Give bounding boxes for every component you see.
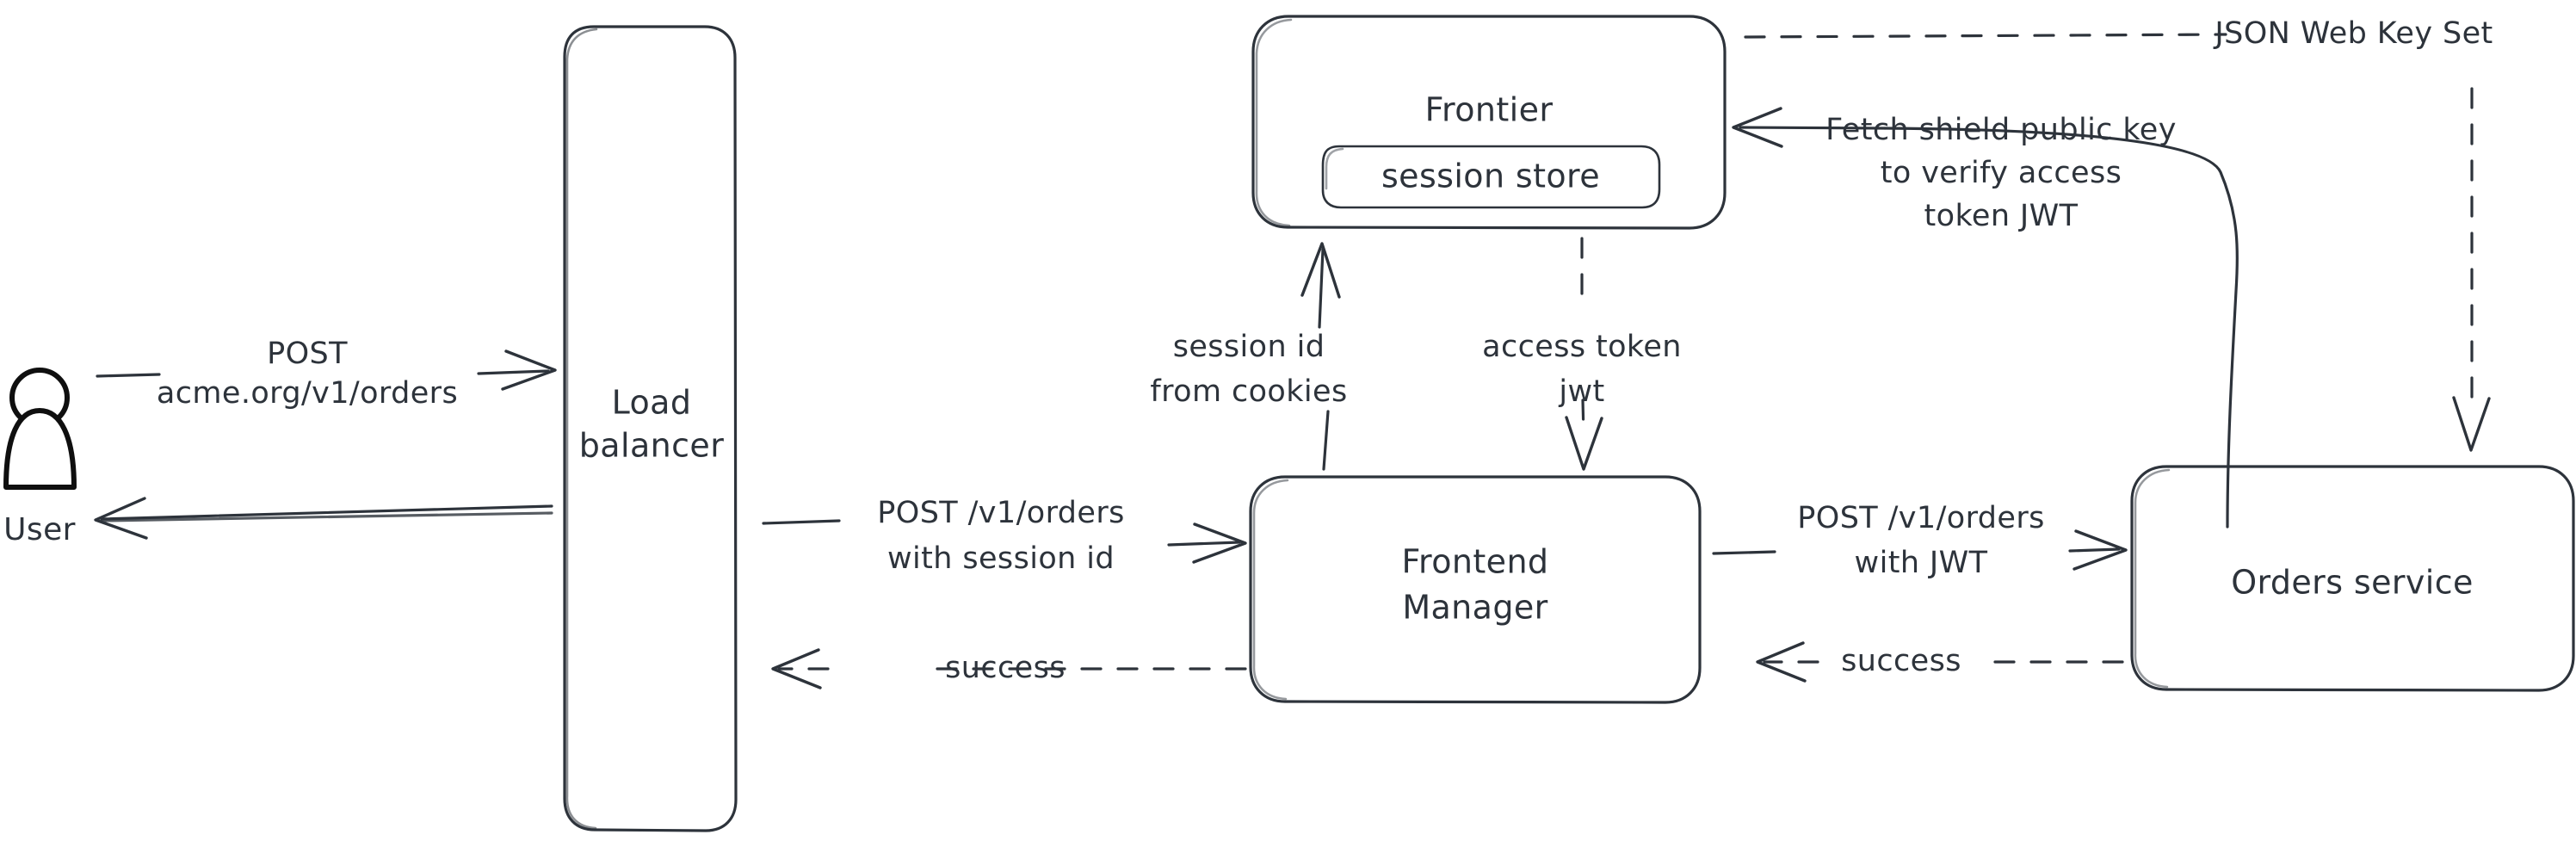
actor-user-label: User [3, 512, 76, 547]
edge-orders-fm-arrowhead [1756, 641, 1807, 683]
orders-service-sketch-edge [2134, 468, 2171, 689]
edge-orders-fm-success-label: success [1841, 644, 1961, 678]
load-balancer-label-line1: Load [612, 384, 692, 422]
edge-orders-service-to-frontier-fetch-key[interactable]: Fetch shield public key to verify access… [1732, 107, 2239, 529]
edge-lb-fm-label-line1: POST /v1/orders [877, 496, 1125, 530]
edge-frontier-to-frontend-manager[interactable]: access token jwt [1482, 237, 1682, 471]
node-frontend-manager[interactable]: Frontend Manager [1249, 475, 1702, 704]
edge-frontier-fm-dash-lower [1581, 399, 1585, 436]
node-frontier[interactable]: Frontier session store [1251, 15, 1727, 230]
load-balancer-label-line2: balancer [579, 427, 724, 465]
edge-frontend-manager-to-frontier[interactable]: session id from cookies [1150, 242, 1347, 471]
edge-fm-orders-stub [1712, 550, 1776, 555]
node-session-store[interactable]: session store [1321, 145, 1661, 209]
edge-fm-frontier-arrowhead [1300, 242, 1341, 299]
load-balancer-box-sketch-edge [565, 28, 598, 830]
edge-session-id-label-line2: from cookies [1150, 374, 1347, 409]
edge-lb-user-arrowhead [94, 497, 148, 540]
edge-fm-frontier-line-upper [1318, 248, 1325, 329]
frontend-manager-label-line1: Frontend [1402, 543, 1549, 581]
edge-jwks-label: JSON Web Key Set [2213, 16, 2493, 51]
edge-fm-orders-arrowhead [2073, 529, 2128, 571]
orders-service-label: Orders service [2231, 564, 2474, 602]
edge-load-balancer-to-user[interactable] [94, 497, 553, 540]
load-balancer-box [563, 25, 738, 832]
session-store-sketch-edge [1325, 147, 1344, 190]
edge-user-lb-label-line2: acme.org/v1/orders [157, 376, 458, 411]
edge-fm-orders-line [2068, 547, 2121, 553]
edge-session-id-label-line1: session id [1173, 330, 1325, 364]
session-store-box [1321, 145, 1661, 209]
edge-jwks-dash-horizontal [1744, 33, 2227, 39]
edge-access-token-label-line2: jwt [1558, 374, 1604, 409]
edge-jwks-arrowhead [2452, 396, 2491, 452]
edge-fm-orders-label-line1: POST /v1/orders [1797, 501, 2045, 535]
edge-frontier-to-orders-service-jwks[interactable]: JSON Web Key Set [1744, 16, 2493, 452]
edge-fm-lb-success-label: success [945, 651, 1066, 685]
frontier-box-sketch-edge [1255, 18, 1293, 227]
edge-lb-user-line2 [100, 511, 553, 522]
node-orders-service[interactable]: Orders service [2130, 465, 2575, 692]
edge-user-lb-stub [96, 373, 161, 378]
edge-fetch-key-label-line1: Fetch shield public key [1825, 113, 2177, 147]
edge-user-to-load-balancer[interactable]: POST acme.org/v1/orders [96, 337, 557, 411]
edge-lb-fm-line [1167, 541, 1241, 547]
edge-user-lb-label-line1: POST [267, 337, 348, 371]
edge-fetch-key-curve [1883, 127, 2239, 529]
edge-fetch-key-label-line2: to verify access [1881, 156, 2122, 190]
edge-fm-lb-arrowhead [771, 648, 822, 689]
edge-fetch-key-arrowhead [1732, 107, 1783, 148]
edge-frontier-fm-arrowhead [1565, 416, 1603, 471]
edge-frontend-manager-to-orders-service[interactable]: POST /v1/orders with JWT [1712, 501, 2128, 580]
actor-user[interactable]: User [3, 368, 77, 547]
edge-fm-orders-label-line2: with JWT [1855, 546, 1988, 580]
edge-user-lb-arrowhead [501, 349, 557, 391]
edge-fm-frontier-line-lower [1322, 410, 1330, 471]
frontend-manager-sketch-edge [1252, 479, 1289, 701]
orders-service-box [2130, 465, 2575, 692]
edge-frontend-manager-to-load-balancer-success[interactable]: success [771, 648, 1247, 689]
node-load-balancer[interactable]: Load balancer [563, 25, 738, 832]
edge-lb-fm-label-line2: with session id [887, 541, 1115, 576]
edge-load-balancer-to-frontend-manager[interactable]: POST /v1/orders with session id [762, 496, 1247, 576]
edge-lb-fm-stub [762, 519, 841, 525]
edge-access-token-label-line1: access token [1482, 330, 1682, 364]
frontier-label: Frontier [1425, 91, 1554, 129]
edge-lb-fm-arrowhead [1192, 522, 1247, 564]
person-body-outline [3, 408, 77, 490]
edge-lb-user-line [100, 504, 553, 521]
edge-fetch-key-line [1739, 126, 1887, 130]
session-store-label: session store [1381, 158, 1600, 195]
edge-user-lb-line [477, 369, 550, 375]
edge-orders-service-to-frontend-manager-success[interactable]: success [1756, 641, 2124, 683]
edge-fetch-key-label-line3: token JWT [1924, 199, 2079, 233]
frontend-manager-label-line2: Manager [1402, 589, 1547, 627]
frontend-manager-box [1249, 475, 1702, 704]
